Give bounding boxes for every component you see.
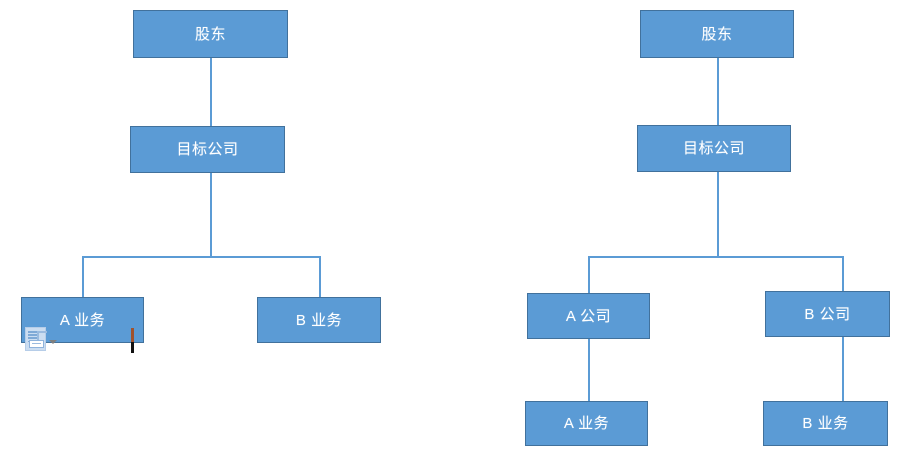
node-label: 股东 <box>701 25 733 43</box>
clipboard-corner-icon <box>37 331 47 341</box>
node-label: A 业务 <box>59 311 106 329</box>
connector-shareholder-to-target-left <box>210 57 212 127</box>
connector-shareholder-to-target-right <box>717 57 719 126</box>
node-label: 目标公司 <box>176 141 239 158</box>
node-business-b-left[interactable]: B 业务 <box>257 297 381 343</box>
node-label: A 公司 <box>565 307 612 325</box>
node-target-company-left[interactable]: 目标公司 <box>130 126 285 173</box>
connector-split-to-company-a <box>588 256 590 294</box>
clipboard-paste-icon[interactable] <box>25 327 47 351</box>
connector-split-bar-left <box>82 256 321 258</box>
node-label: B 业务 <box>802 415 849 432</box>
node-business-b-right[interactable]: B 业务 <box>763 401 888 446</box>
connector-split-to-biz-a-left <box>82 256 84 298</box>
connector-split-bar-right <box>588 256 844 258</box>
node-company-a[interactable]: A 公司 <box>527 293 650 339</box>
node-label: B 公司 <box>804 305 851 323</box>
paste-sheet-icon <box>29 340 44 348</box>
connector-target-to-split-left <box>210 172 212 257</box>
connector-target-to-split-right <box>717 171 719 257</box>
node-label: 目标公司 <box>682 140 745 157</box>
connector-split-to-company-b <box>842 256 844 292</box>
connector-split-to-biz-b-left <box>319 256 321 298</box>
node-shareholder-left[interactable]: 股东 <box>133 10 288 58</box>
caret-upper-segment <box>131 328 134 342</box>
node-label: B 业务 <box>295 311 343 329</box>
node-shareholder-right[interactable]: 股东 <box>640 10 794 58</box>
text-insertion-caret <box>131 328 134 353</box>
node-label: A 业务 <box>563 415 610 432</box>
node-company-b[interactable]: B 公司 <box>765 291 890 337</box>
chevron-down-icon[interactable] <box>49 340 57 344</box>
paste-options-smart-tag[interactable] <box>25 327 57 352</box>
node-business-a-right[interactable]: A 业务 <box>525 401 648 446</box>
node-target-company-right[interactable]: 目标公司 <box>637 125 791 172</box>
connector-company-a-to-business-a <box>588 338 590 402</box>
connector-company-b-to-business-b <box>842 336 844 402</box>
caret-lower-segment <box>131 342 134 353</box>
node-label: 股东 <box>194 25 226 43</box>
